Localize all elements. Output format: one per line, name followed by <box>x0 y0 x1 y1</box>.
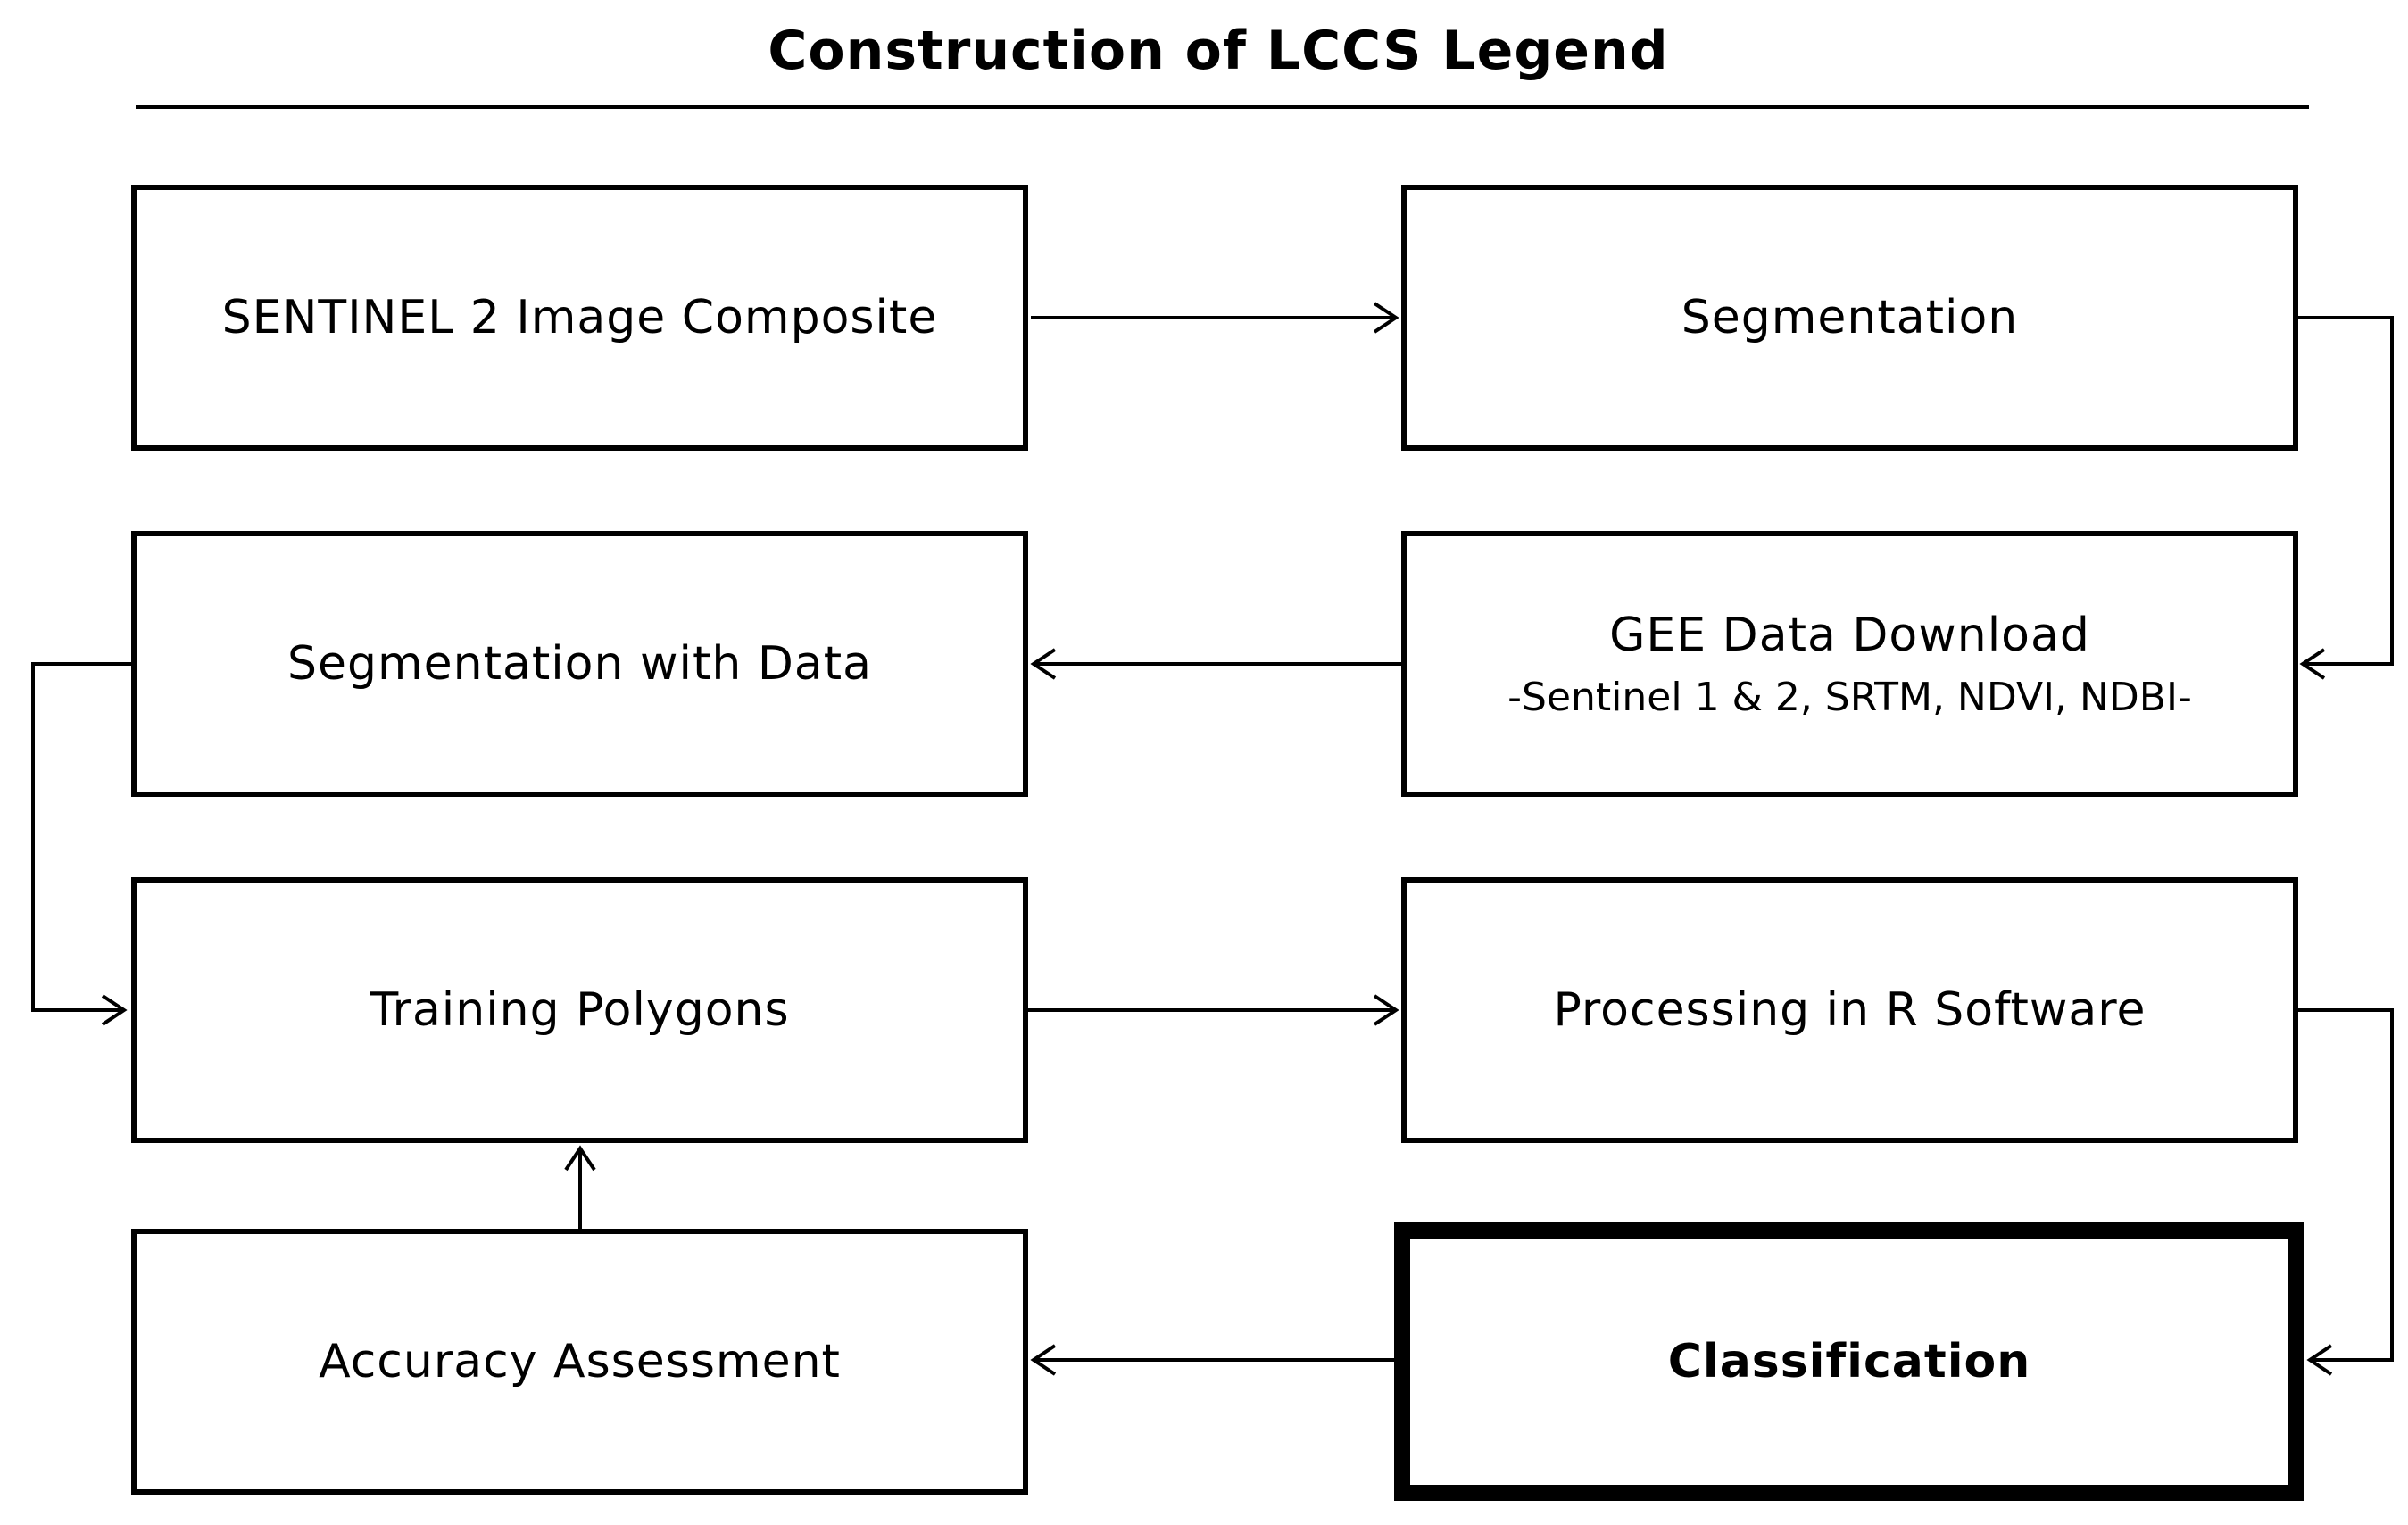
node-label: Classification <box>1667 1335 2031 1388</box>
diagram-title: Construction of LCCS Legend <box>768 20 1669 82</box>
arrow-segdata-to-training <box>31 662 131 1026</box>
node-label: Segmentation <box>1681 291 2019 344</box>
arrow-training-to-processing <box>1028 994 1399 1026</box>
title-underline <box>136 105 2309 109</box>
node-label: SENTINEL 2 Image Composite <box>221 291 938 344</box>
arrow-segmentation-to-gee <box>2298 316 2394 680</box>
node-label: Accuracy Assessment <box>319 1335 841 1388</box>
node-label: Segmentation with Data <box>286 637 872 691</box>
node-processing-in-r: Processing in R Software <box>1401 877 2298 1143</box>
node-segmentation: Segmentation <box>1401 185 2298 451</box>
node-segmentation-with-data: Segmentation with Data <box>131 531 1028 797</box>
node-label: GEE Data Download <box>1609 608 2090 662</box>
arrow-gee-to-segmentation-with-data <box>1030 648 1401 680</box>
node-classification: Classification <box>1394 1222 2304 1501</box>
node-label: Training Polygons <box>370 983 790 1037</box>
node-accuracy-assessment: Accuracy Assessment <box>131 1229 1028 1495</box>
arrow-classification-to-accuracy <box>1030 1344 1394 1376</box>
arrow-processing-to-classification <box>2298 1008 2394 1376</box>
node-sentinel-composite: SENTINEL 2 Image Composite <box>131 185 1028 451</box>
node-training-polygons: Training Polygons <box>131 877 1028 1143</box>
arrow-sentinel-to-segmentation <box>1031 302 1399 334</box>
node-label: Processing in R Software <box>1553 983 2146 1037</box>
arrow-accuracy-to-training <box>564 1145 596 1229</box>
node-gee-data-download: GEE Data Download -Sentinel 1 & 2, SRTM,… <box>1401 531 2298 797</box>
node-sublabel: -Sentinel 1 & 2, SRTM, NDVI, NDBI- <box>1507 674 2192 720</box>
